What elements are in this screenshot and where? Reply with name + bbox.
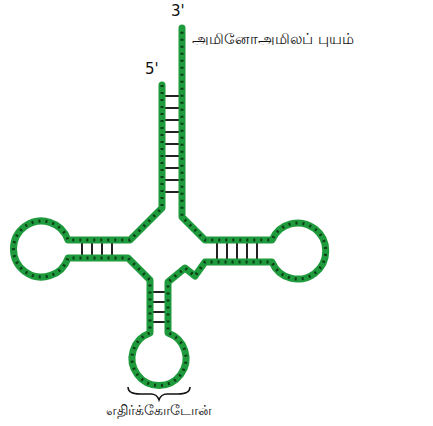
anticodon-label: எதிர்க்கோடோன் <box>106 402 212 419</box>
nucleotide-dots <box>13 28 325 385</box>
anticodon-brace <box>128 387 190 400</box>
three-prime-end: 3' <box>171 2 185 20</box>
amino-acid-arm-label: அமினோஅமிலப் புயம் <box>192 30 354 48</box>
rna-strand <box>13 28 325 385</box>
five-prime-end: 5' <box>145 60 159 78</box>
